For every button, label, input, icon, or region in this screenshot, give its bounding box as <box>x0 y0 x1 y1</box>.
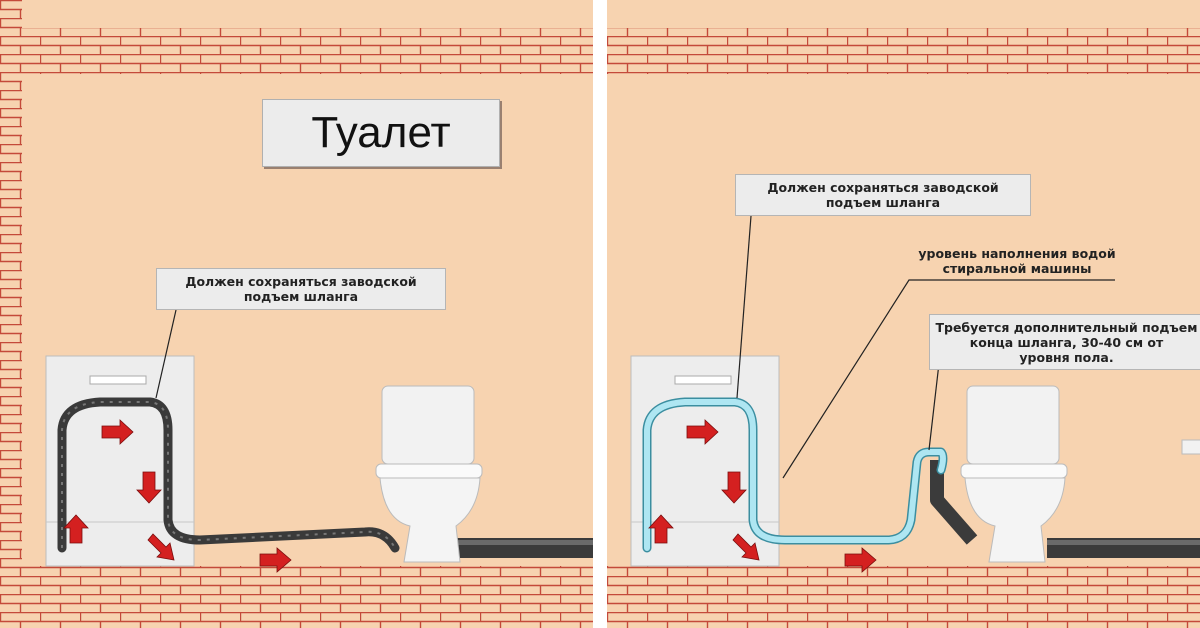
flow-arrows <box>648 419 877 573</box>
left-brick-column <box>0 0 22 628</box>
riser-pipe <box>930 460 978 545</box>
water-level-line-1: уровень наполнения водой <box>918 246 1116 261</box>
hose-rise-callout: Должен сохраняться заводской подъем шлан… <box>735 174 1031 216</box>
callout-line-1: Должен сохраняться заводской <box>767 180 999 195</box>
top-brick-band <box>0 28 593 74</box>
left-scene <box>0 0 593 628</box>
callout-line-1: Должен сохраняться заводской <box>185 274 417 289</box>
callout-line-2: подъем шланга <box>825 195 941 210</box>
room-title: Туалет <box>262 99 500 167</box>
hose-rise-callout: Должен сохраняться заводской подъем шлан… <box>156 268 446 310</box>
extra-rise-callout: Требуется дополнительный подъем конца шл… <box>929 314 1200 370</box>
extra-rise-line-2: конца шланга, 30-40 см от <box>969 334 1164 350</box>
extra-rise-line-3: уровня пола. <box>1019 349 1114 365</box>
floor-brick-band <box>607 566 1200 628</box>
diagram-right-panel: Должен сохраняться заводской подъем шлан… <box>607 0 1200 628</box>
toilet <box>960 385 1068 563</box>
sink-edge <box>1181 439 1200 455</box>
water-level-line-2: стиральной машины <box>942 261 1092 276</box>
toilet <box>375 385 483 563</box>
callout-line-2: подъем шланга <box>243 289 359 304</box>
water-level-label: уровень наполнения водой стиральной маши… <box>907 246 1127 276</box>
extra-rise-line-1: Требуется дополнительный подъем <box>935 319 1198 335</box>
diagram-left-panel: Туалет Должен сохраняться заводской подъ… <box>0 0 593 628</box>
drain-hose <box>57 397 400 553</box>
floor-brick-band <box>0 566 593 628</box>
flow-arrows <box>63 419 292 573</box>
right-scene <box>607 28 1200 628</box>
top-brick-band <box>607 28 1200 74</box>
